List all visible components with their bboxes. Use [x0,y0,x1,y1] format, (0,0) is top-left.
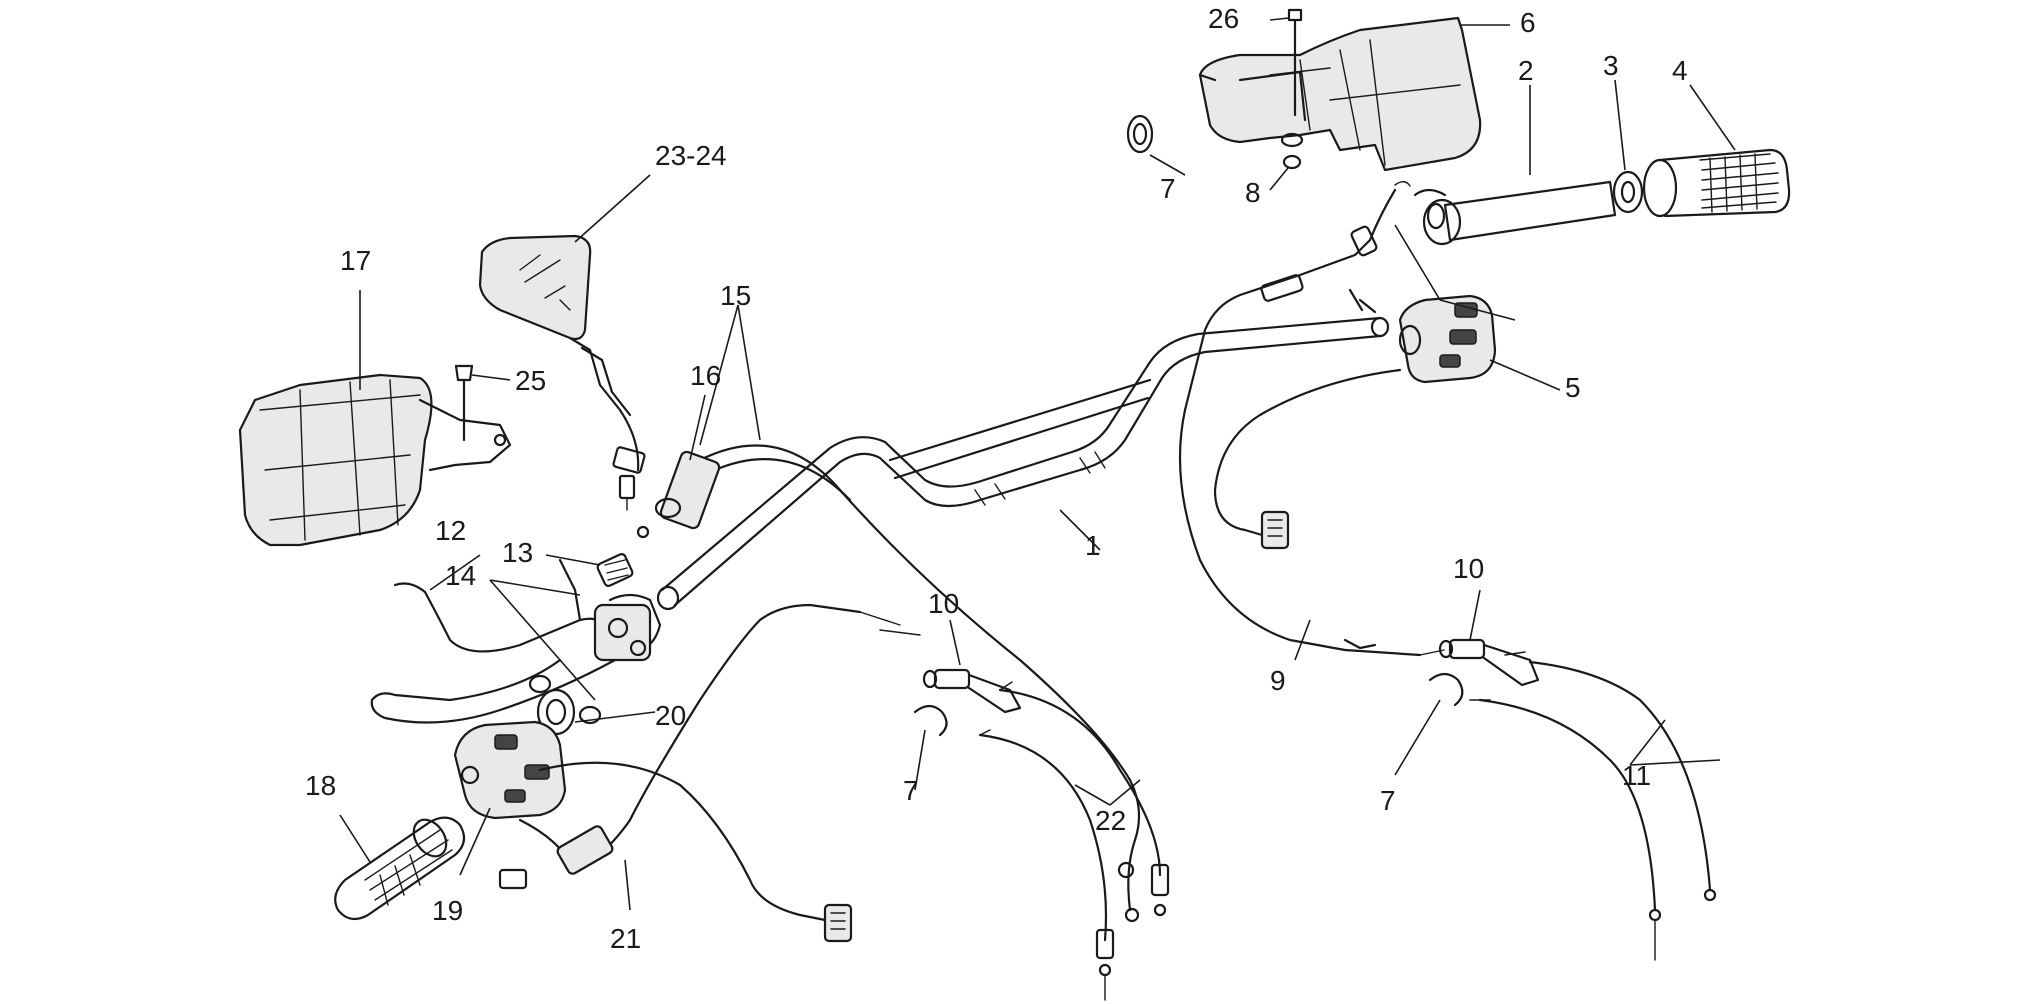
right-throttle-cables[interactable] [1469,651,1717,961]
clutch-lever-assembly[interactable] [370,553,662,725]
callout-11: 11 [1622,760,1651,791]
left-grip[interactable] [334,814,466,921]
callout-19: 19 [432,895,463,926]
clamp-ring-left[interactable] [913,704,948,737]
callout-5: 5 [1565,372,1581,403]
right-switch-housing[interactable] [1348,288,1497,384]
handlebar[interactable] [656,316,1390,611]
clamp-ring-right[interactable] [1428,672,1464,707]
left-switch-housing[interactable] [453,720,567,820]
callout-12: 12 [435,515,466,546]
guard-screw[interactable] [1287,8,1303,117]
right-cable-adjuster[interactable] [1419,638,1540,687]
guard-screw-left[interactable] [454,364,474,442]
callout-6: 6 [1520,7,1536,38]
throttle-tube[interactable] [1413,180,1617,246]
callout-7-top: 7 [1160,173,1176,204]
callout-4: 4 [1672,55,1688,86]
callout-26: 26 [1208,3,1239,34]
callout-1: 1 [1085,530,1101,561]
callout-20: 20 [655,700,686,731]
callout-2: 2 [1518,55,1534,86]
ring-washer[interactable] [1612,170,1644,214]
right-grip[interactable] [1642,148,1791,218]
clamp-ring-top[interactable] [1126,114,1154,154]
callout-21: 21 [610,923,641,954]
leader-lines [339,17,1736,911]
callout-7-left: 7 [903,775,919,806]
callout-23-24: 23-24 [655,140,727,171]
left-throttle-cables[interactable] [978,681,1170,1001]
callout-22: 22 [1095,805,1126,836]
nut[interactable] [1280,132,1304,170]
callout-17: 17 [340,245,371,276]
left-switch-cable[interactable] [498,603,921,943]
callout-8: 8 [1245,177,1261,208]
callout-14: 14 [445,560,476,591]
callout-10-right: 10 [1453,553,1484,584]
callout-7-right: 7 [1380,785,1396,816]
left-hand-guard[interactable] [238,373,512,547]
callout-25: 25 [515,365,546,396]
callout-9: 9 [1270,665,1286,696]
rear-view-mirror[interactable] [478,234,646,511]
right-switch-wiring[interactable] [1213,368,1402,650]
callout-labels: 1 2 3 4 5 6 7 7 7 8 9 10 10 11 12 13 14 … [305,3,1688,954]
left-cable-adjuster[interactable] [922,668,1022,714]
callout-10-left: 10 [928,588,959,619]
callout-13: 13 [502,537,533,568]
callout-15: 15 [720,280,751,311]
clutch-cable[interactable] [636,444,1141,923]
throttle-cable-upper [1178,181,1422,657]
right-hand-guard[interactable] [1198,16,1482,172]
callout-18: 18 [305,770,336,801]
callout-3: 3 [1603,50,1619,81]
callout-16: 16 [690,360,721,391]
